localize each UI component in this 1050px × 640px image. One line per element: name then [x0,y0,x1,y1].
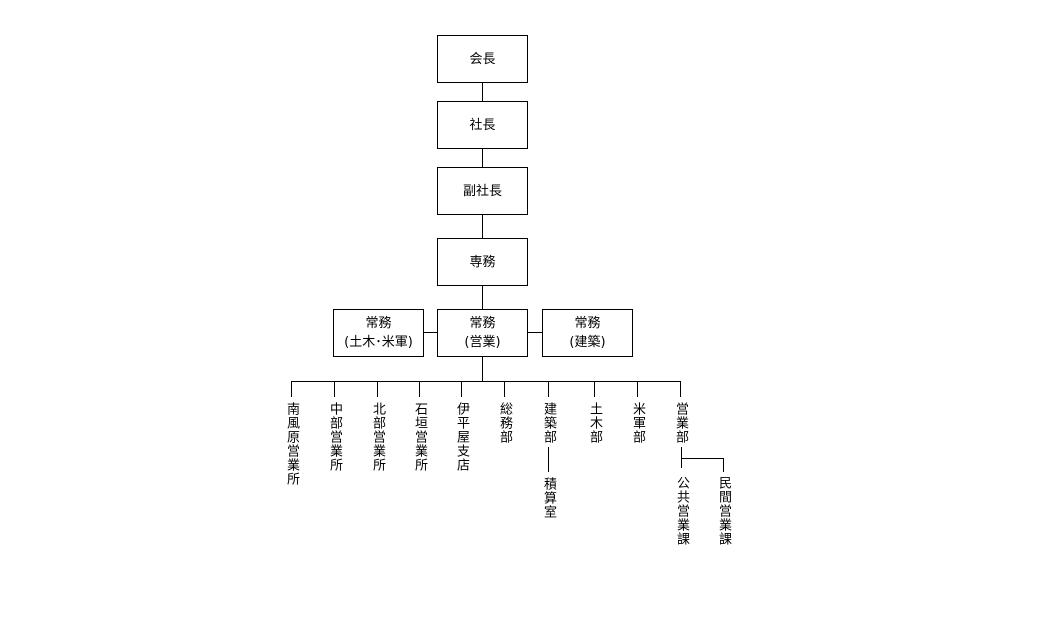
md-civil-usmil-scope: (土木･米軍) [344,335,413,350]
vice-president-label: 副社長 [462,183,502,199]
senior-md-label: 専務 [469,254,496,270]
sub-estimation-office: 積算室 [541,477,556,519]
dept-general-affairs: 総務部 [497,402,512,444]
dept-northern-office: 北部営業所 [370,402,385,472]
senior-md-box: 専務 [437,238,528,286]
dept-us-military: 米軍部 [630,402,645,444]
dept-central-office: 中部営業所 [327,402,342,472]
dept-haebaru-office: 南風原営業所 [284,402,299,486]
dept-architecture: 建築部 [541,402,556,444]
chairman-label: 会長 [469,51,496,67]
president-label: 社長 [469,117,496,133]
md-civil-usmil-title: 常務 [365,316,392,331]
md-sales-scope: (営業) [464,335,501,350]
md-sales-box: 常務 (営業) [437,309,528,357]
md-sales-title: 常務 [469,316,496,331]
md-architecture-title: 常務 [574,316,601,331]
chairman-box: 会長 [437,35,528,83]
md-architecture-box: 常務 (建築) [542,309,633,357]
dept-civil-engineering: 土木部 [587,402,602,444]
dept-iheya-branch: 伊平屋支店 [454,402,469,472]
dept-ishigaki-office: 石垣営業所 [412,402,427,472]
sub-public-sales-section: 公共営業課 [674,476,689,546]
md-civil-usmil-box: 常務 (土木･米軍) [333,309,424,357]
vice-president-box: 副社長 [437,167,528,215]
president-box: 社長 [437,101,528,149]
dept-sales: 営業部 [673,402,688,444]
sub-private-sales-section: 民間営業課 [716,476,731,546]
md-architecture-scope: (建築) [569,335,606,350]
